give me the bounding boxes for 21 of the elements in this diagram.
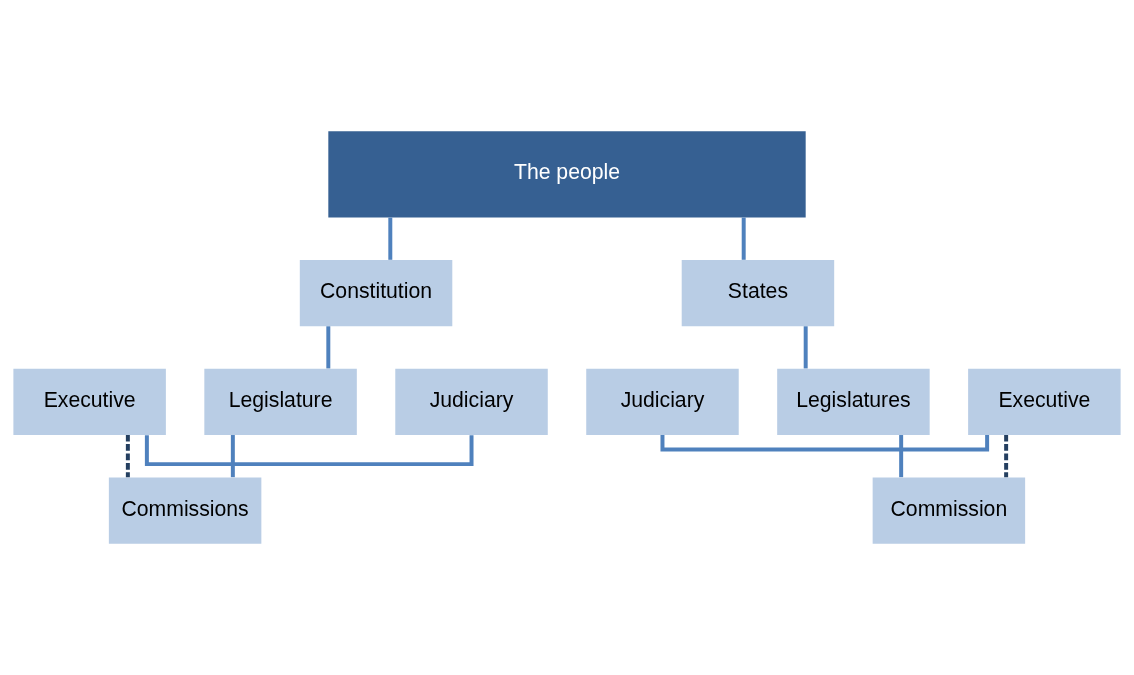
- connector: [326, 326, 331, 369]
- connector: [803, 326, 808, 369]
- node-box: Commissions: [108, 477, 262, 544]
- connector: [144, 435, 474, 467]
- node-box: States: [681, 259, 835, 327]
- node-box: Executive: [13, 368, 166, 435]
- connector: [388, 217, 393, 260]
- node-box: Judiciary: [395, 368, 548, 435]
- node-box: Legislature: [204, 368, 357, 435]
- node-box: Executive: [968, 368, 1121, 435]
- connector: [1004, 435, 1009, 478]
- node-box: Constitution: [299, 259, 453, 327]
- node-box: Legislatures: [777, 368, 930, 435]
- node-box: The people: [328, 131, 806, 218]
- connector: [741, 217, 746, 260]
- connector: [125, 435, 130, 478]
- node-box: Judiciary: [586, 368, 739, 435]
- connector: [899, 435, 904, 478]
- connector: [660, 434, 990, 452]
- node-box: Commission: [872, 477, 1026, 544]
- connector: [230, 435, 235, 478]
